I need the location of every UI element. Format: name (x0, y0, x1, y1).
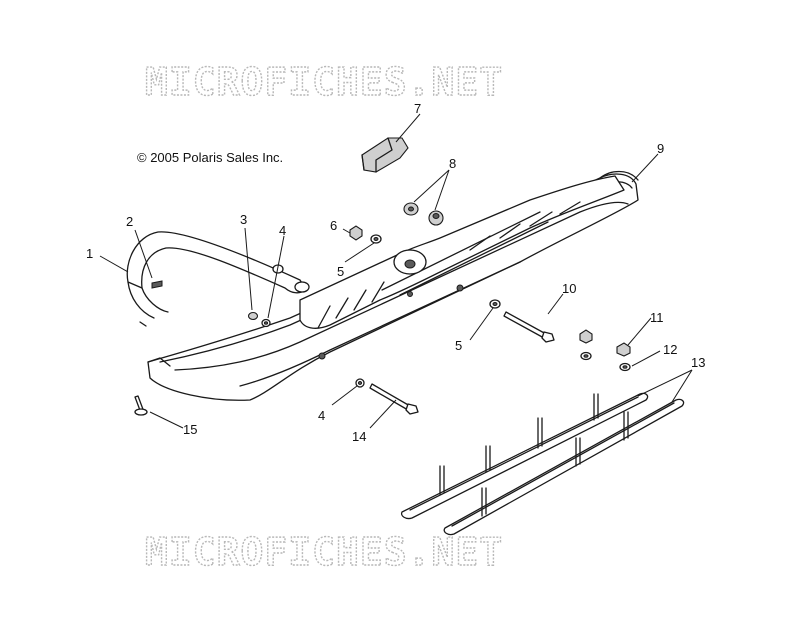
nut-11 (579, 329, 631, 357)
callout-4a: 4 (279, 223, 286, 238)
callout-4b: 4 (318, 408, 325, 423)
callout-3: 3 (240, 212, 247, 227)
watermark-bottom: MICROFICHES.NET (145, 530, 503, 574)
rivet-15 (134, 395, 148, 416)
carbide-runners-13 (400, 392, 685, 536)
leader-lines (99, 113, 693, 429)
bolt-10 (503, 311, 555, 343)
watermark-top: MICROFICHES.NET (145, 60, 503, 104)
callout-10: 10 (562, 281, 576, 296)
callout-14: 14 (352, 429, 366, 444)
callout-5a: 5 (337, 264, 344, 279)
callout-5b: 5 (455, 338, 462, 353)
bolt-14 (369, 383, 419, 415)
washer-4a (261, 318, 271, 328)
washer-12 (580, 351, 631, 372)
callout-12: 12 (663, 342, 677, 357)
callout-9: 9 (657, 141, 664, 156)
callouts: 1 2 3 4 4 5 5 6 7 8 9 10 11 12 13 14 15 (86, 101, 705, 444)
callout-11: 11 (650, 310, 664, 325)
washer-4b (355, 378, 365, 388)
callout-7: 7 (414, 101, 421, 116)
callout-13: 13 (691, 355, 705, 370)
washer-5a (370, 234, 382, 244)
nut-6 (349, 225, 363, 241)
bushing-8 (403, 202, 444, 226)
callout-15: 15 (183, 422, 197, 437)
wear-block-7 (361, 137, 409, 173)
callout-6: 6 (330, 218, 337, 233)
washer-5b (489, 299, 501, 309)
nut-3 (247, 311, 259, 321)
callout-1: 1 (86, 246, 93, 261)
ski-body (147, 170, 639, 401)
callout-2: 2 (126, 214, 133, 229)
callout-8: 8 (449, 156, 456, 171)
copyright-text: © 2005 Polaris Sales Inc. (137, 150, 283, 165)
